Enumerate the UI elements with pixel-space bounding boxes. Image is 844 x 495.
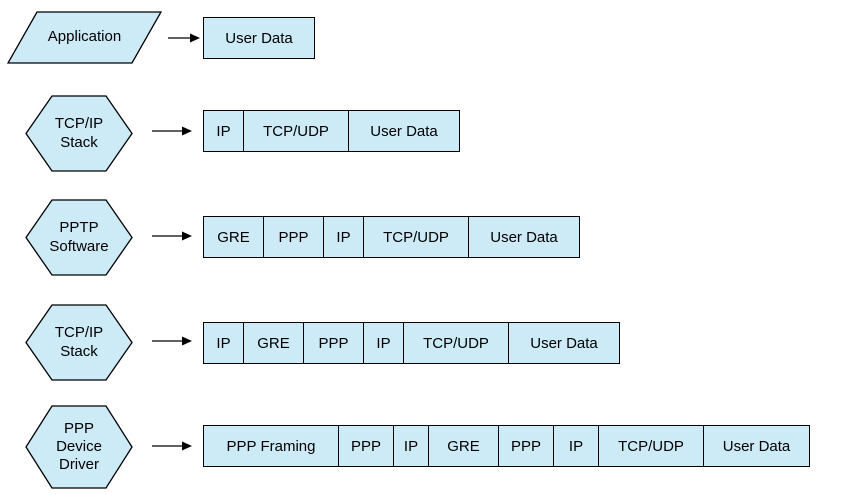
packet-field: IP (364, 323, 404, 363)
stage-shape-4: TCP/IP Stack (25, 304, 133, 381)
stage-shape-1: Application (7, 11, 162, 64)
packet-row-1: User Data (203, 17, 315, 59)
packet-field: IP (204, 111, 244, 151)
packet-field: TCP/UDP (599, 426, 704, 466)
packet-field: IP (204, 323, 244, 363)
packet-field: User Data (704, 426, 809, 466)
hexagon-outline (25, 304, 133, 381)
packet-field: TCP/UDP (404, 323, 509, 363)
packet-field: PPP (264, 217, 324, 257)
packet-field: PPP Framing (204, 426, 339, 466)
packet-field: PPP (339, 426, 394, 466)
flow-arrow-5 (152, 441, 192, 451)
packet-field: PPP (304, 323, 364, 363)
packet-field: User Data (204, 18, 314, 58)
packet-field: IP (394, 426, 429, 466)
flow-arrow-3 (152, 231, 192, 241)
parallelogram-outline (7, 11, 162, 64)
packet-field: TCP/UDP (244, 111, 349, 151)
packet-field: IP (324, 217, 364, 257)
packet-field: GRE (244, 323, 304, 363)
packet-field: User Data (349, 111, 459, 151)
packet-field: User Data (469, 217, 579, 257)
packet-field: User Data (509, 323, 619, 363)
stage-shape-3: PPTP Software (25, 199, 133, 276)
hexagon-outline (25, 95, 133, 172)
stage-shape-5: PPP Device Driver (25, 405, 133, 489)
flow-arrow-2 (152, 126, 192, 136)
hexagon-outline (25, 199, 133, 276)
flow-arrow-1 (168, 33, 200, 43)
stage-shape-2: TCP/IP Stack (25, 95, 133, 172)
packet-field: PPP (499, 426, 554, 466)
flow-arrow-4 (152, 336, 192, 346)
packet-field: GRE (429, 426, 499, 466)
hexagon-outline (25, 405, 133, 489)
packet-field: TCP/UDP (364, 217, 469, 257)
packet-field: GRE (204, 217, 264, 257)
packet-field: IP (554, 426, 599, 466)
